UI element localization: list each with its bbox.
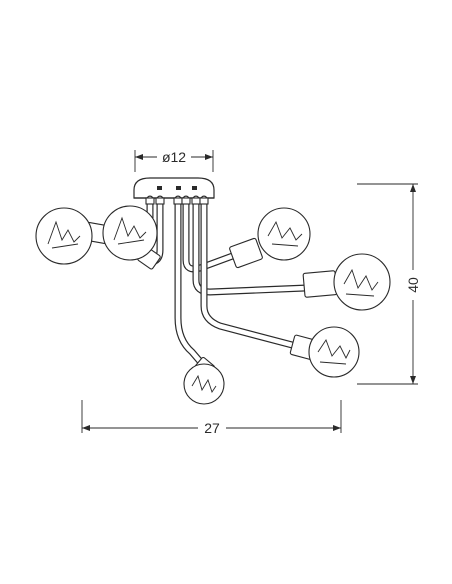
width-dimension: 27 bbox=[81, 400, 342, 437]
diameter-label: ø12 bbox=[162, 149, 186, 165]
bulb-upper-right bbox=[229, 207, 311, 269]
diameter-dimension: ø12 bbox=[134, 146, 214, 172]
height-label: 40 bbox=[405, 277, 421, 293]
lamp-arms bbox=[96, 195, 310, 370]
height-dimension: 40 bbox=[357, 183, 423, 385]
bulb-upper-left bbox=[102, 205, 161, 270]
width-label: 27 bbox=[204, 420, 220, 436]
bulb-right bbox=[302, 253, 391, 311]
bulb-lower-right bbox=[289, 326, 360, 378]
bulb-bottom bbox=[183, 356, 225, 405]
bulb-left bbox=[35, 207, 110, 265]
arm-collars bbox=[145, 197, 209, 205]
ceiling-canopy bbox=[133, 177, 215, 199]
